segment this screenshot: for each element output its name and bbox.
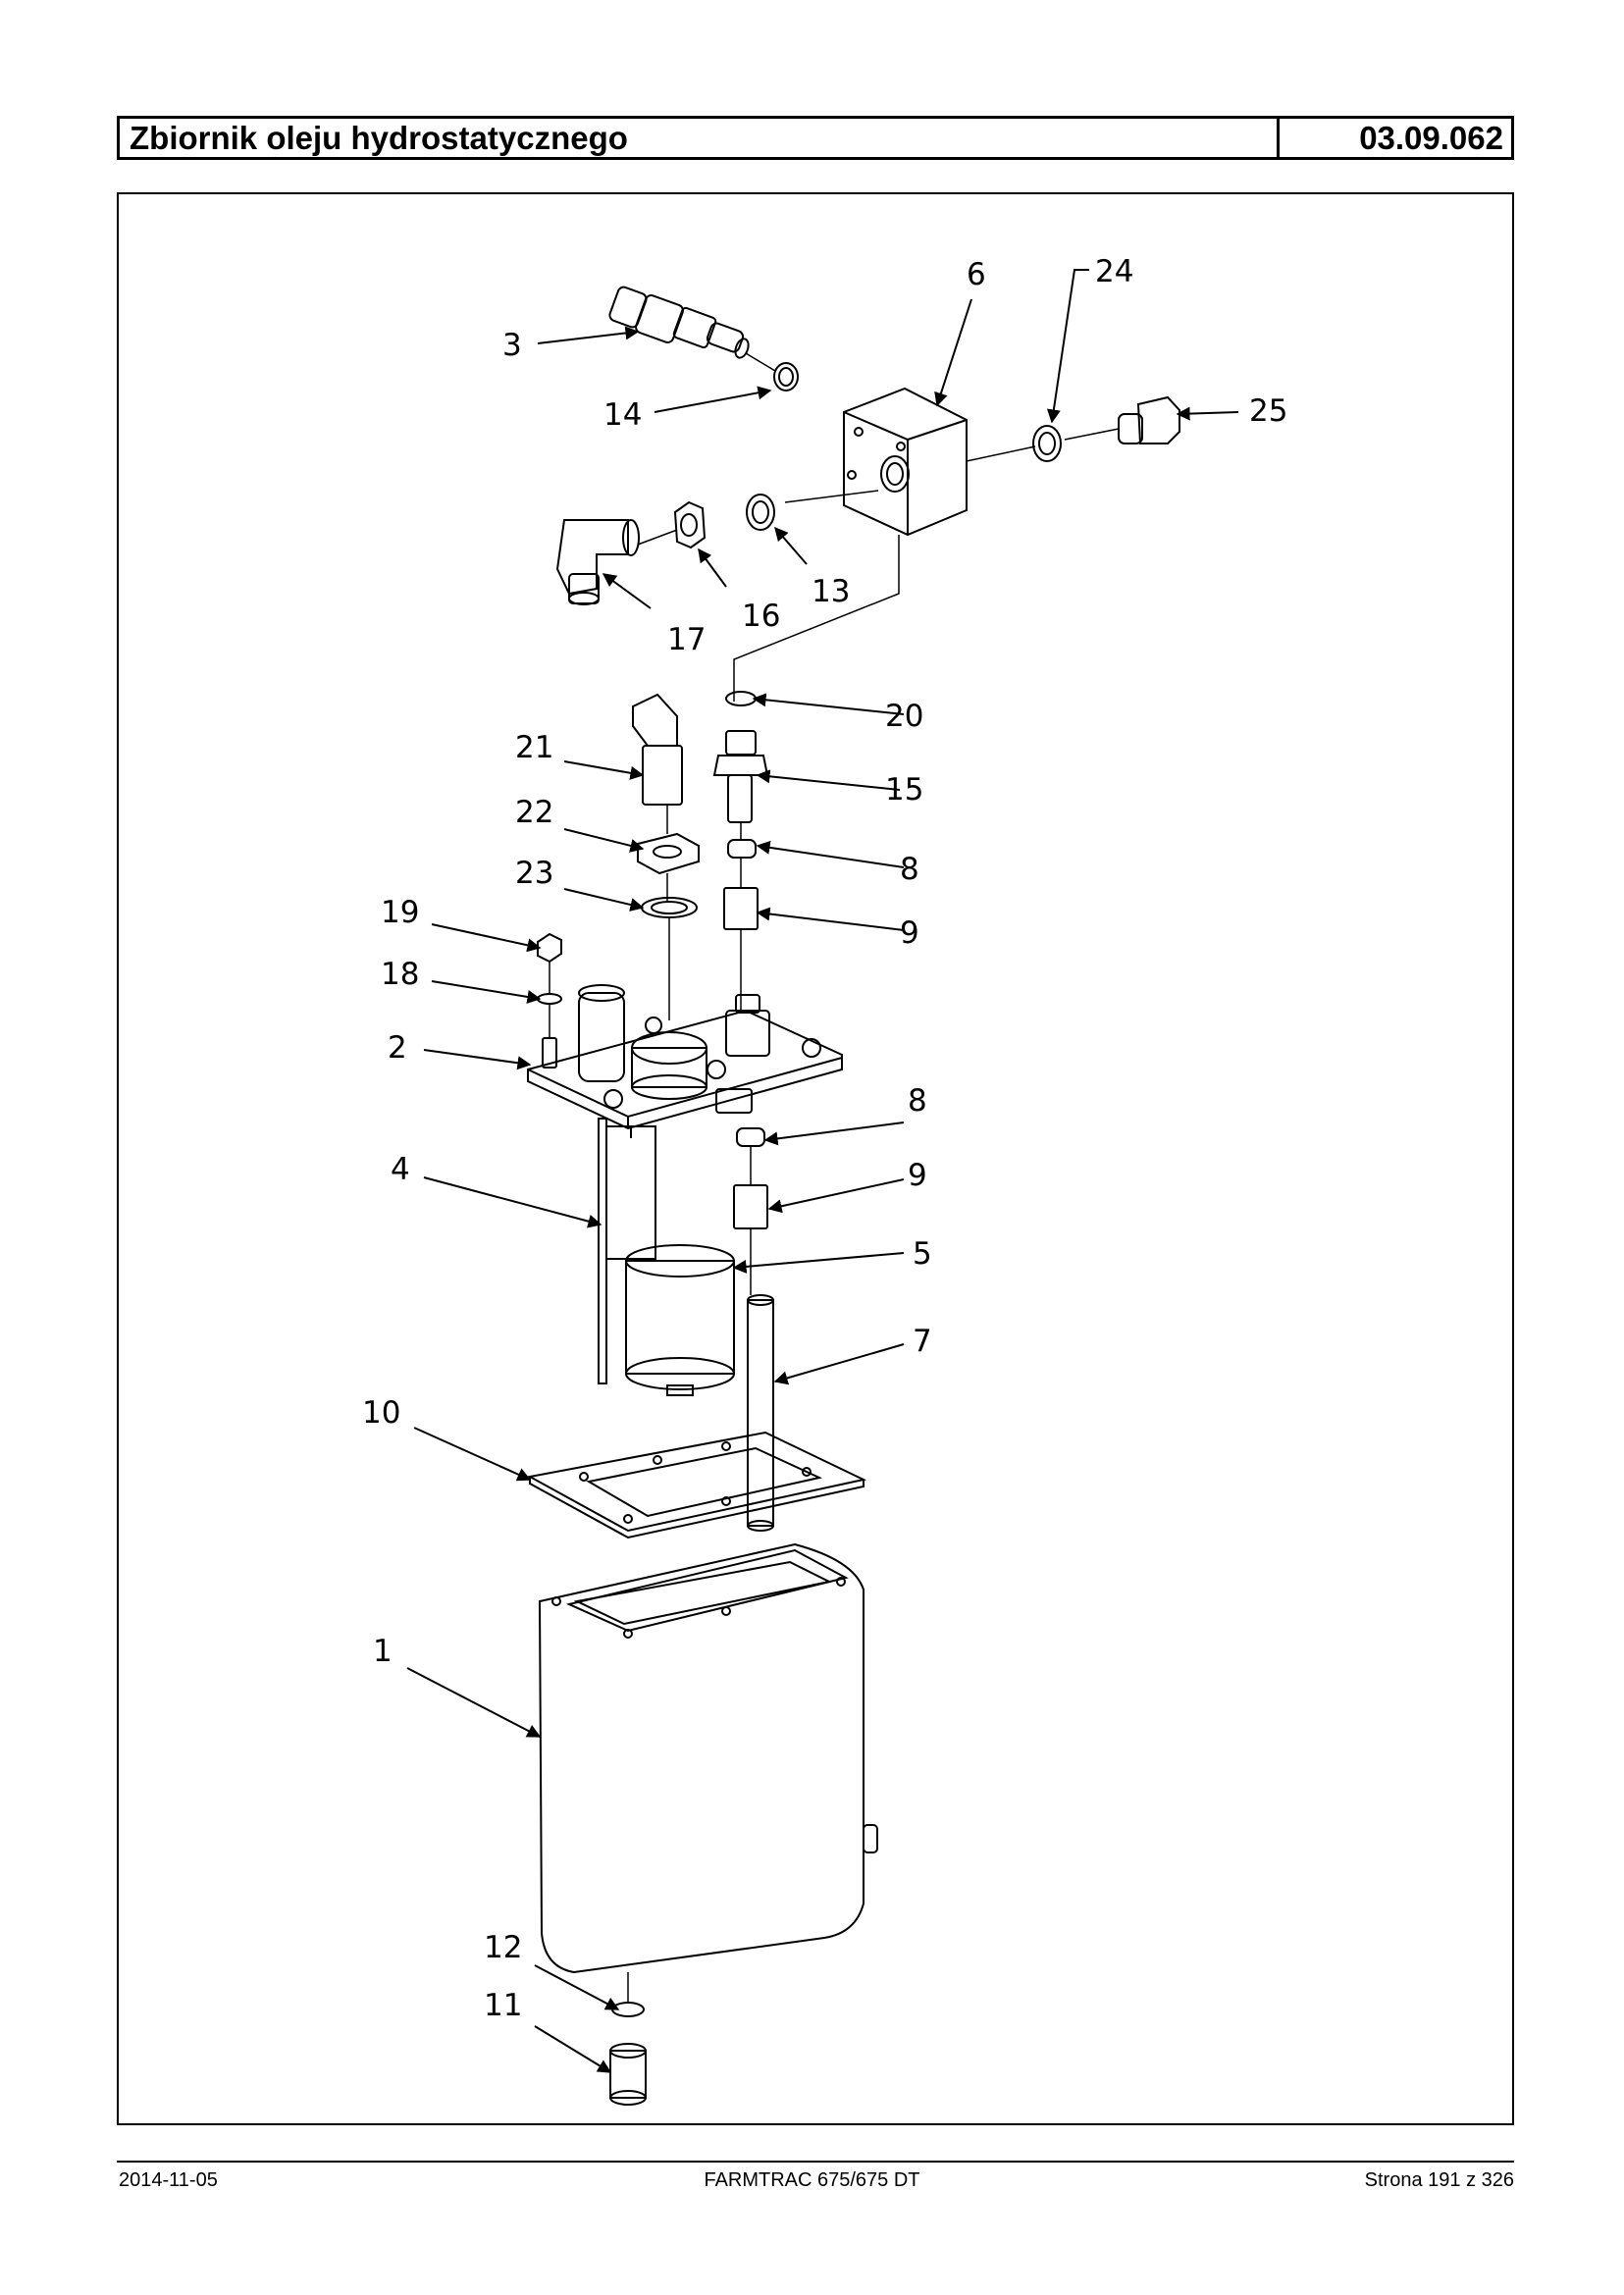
part-20-oring [725, 691, 757, 706]
callout-19: 19 [381, 895, 419, 930]
callout-15: 15 [885, 772, 923, 808]
footer-page-number: Strona 191 z 326 [1364, 2169, 1514, 2191]
leader-lines [406, 269, 1239, 2073]
part-9-nut-lower [733, 1184, 768, 1229]
callout-13: 13 [812, 574, 850, 609]
part-3-relief-valve [608, 286, 750, 359]
callout-16: 16 [742, 599, 780, 634]
part-15-fitting [712, 730, 769, 823]
part-16-nut [673, 500, 707, 549]
part-21-elbow [632, 693, 683, 806]
part-7-suction-pipe [747, 1294, 774, 1532]
callout-9-lower: 9 [908, 1158, 927, 1193]
part-1-tank [538, 1542, 878, 1974]
callout-11: 11 [484, 1988, 522, 2023]
section-code: 03.09.062 [1359, 120, 1503, 156]
callout-4: 4 [391, 1152, 410, 1187]
part-8-ferrule-upper [727, 839, 757, 859]
part-11-drain-plug [609, 2043, 647, 2106]
page-header: Zbiornik oleju hydrostatycznego 03.09.06… [117, 116, 1514, 160]
callout-3: 3 [502, 328, 522, 363]
callout-10: 10 [362, 1395, 400, 1431]
part-6-valve-block [843, 387, 968, 537]
part-9-nut-upper [723, 887, 759, 930]
part-25-fitting [1118, 395, 1180, 444]
callout-8-upper: 8 [900, 852, 919, 887]
footer-rule [117, 2161, 1514, 2163]
callout-22: 22 [515, 795, 553, 830]
callout-1: 1 [373, 1634, 393, 1669]
callout-2: 2 [388, 1030, 407, 1066]
part-18-washer [537, 993, 562, 1005]
callout-23: 23 [515, 856, 553, 891]
part-2-cover-plate [527, 984, 843, 1260]
footer-model: FARMTRAC 675/675 DT [704, 2169, 920, 2191]
page-title: Zbiornik oleju hydrostatycznego [120, 119, 1280, 157]
callout-12: 12 [484, 1930, 522, 1965]
part-17-elbow-fitting [555, 519, 640, 605]
callout-20: 20 [885, 699, 923, 734]
part-10-gasket [527, 1431, 867, 1539]
part-22-nut [637, 832, 700, 875]
part-14-washer [773, 362, 799, 391]
part-13-washer [746, 494, 775, 531]
footer-date: 2014-11-05 [119, 2169, 218, 2191]
part-4-level-rod [598, 1118, 607, 1384]
callout-18: 18 [381, 957, 419, 992]
callout-6: 6 [967, 257, 986, 292]
drawing-frame [117, 192, 1514, 2125]
callout-5: 5 [913, 1236, 932, 1272]
callout-24: 24 [1095, 254, 1133, 289]
part-5-filter [625, 1244, 735, 1396]
callout-17: 17 [667, 622, 706, 657]
callout-7: 7 [913, 1324, 932, 1359]
part-19-nut [537, 932, 562, 964]
callout-9-upper: 9 [900, 915, 919, 951]
part-8-ferrule-lower [736, 1127, 765, 1147]
callout-8-lower: 8 [908, 1083, 927, 1119]
callout-25: 25 [1249, 393, 1287, 429]
callout-21: 21 [515, 730, 553, 765]
callout-14: 14 [603, 397, 642, 433]
part-24-washer [1032, 425, 1062, 462]
